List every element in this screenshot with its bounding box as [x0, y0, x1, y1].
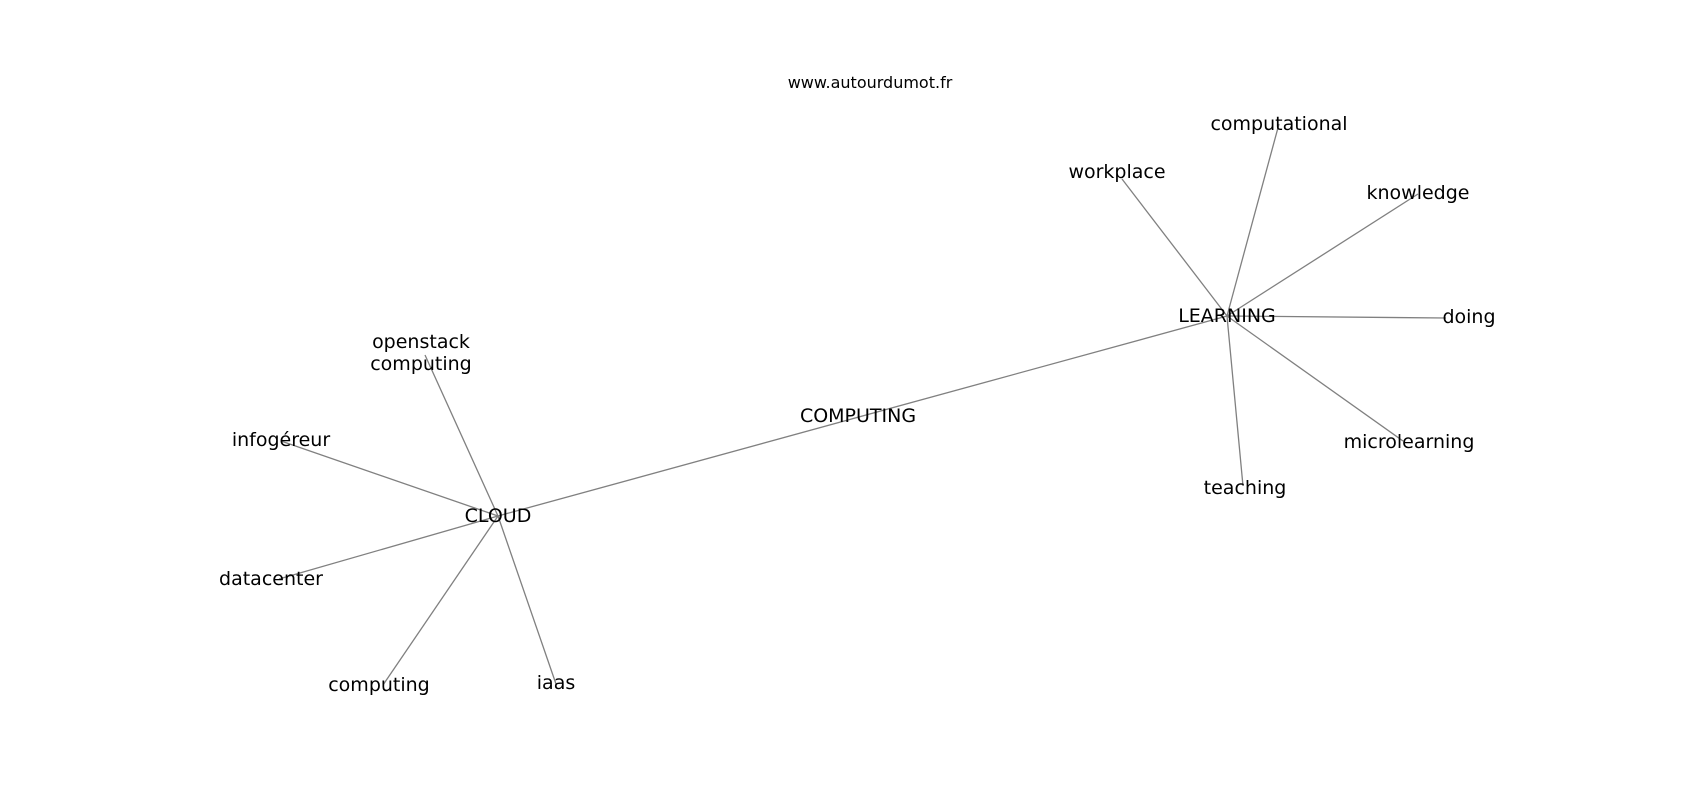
edge-cloud-iaas: [497, 515, 557, 685]
edge-cloud-computing: [382, 515, 499, 686]
node-iaas[interactable]: iaas: [537, 672, 575, 694]
graph-edges: [278, 123, 1447, 686]
node-doing[interactable]: doing: [1442, 306, 1495, 328]
edge-learning-doing: [1226, 315, 1447, 319]
node-computing-center[interactable]: COMPUTING: [800, 405, 916, 427]
node-microlearning[interactable]: microlearning: [1344, 431, 1475, 453]
node-datacenter[interactable]: datacenter: [219, 568, 323, 590]
graph-labels: www.autourdumot.fr COMPUTING CLOUD LEARN…: [219, 73, 1496, 696]
edge-cloud-learning: [497, 315, 1228, 517]
edge-learning-computational: [1226, 123, 1280, 317]
node-teaching[interactable]: teaching: [1204, 477, 1287, 499]
edge-learning-teaching: [1226, 315, 1244, 487]
node-knowledge[interactable]: knowledge: [1367, 182, 1470, 204]
node-infogereur[interactable]: infogéreur: [232, 429, 331, 451]
node-computing[interactable]: computing: [328, 674, 430, 696]
node-computational[interactable]: computational: [1210, 113, 1347, 135]
node-openstack-line1[interactable]: openstack: [372, 331, 470, 353]
watermark-text: www.autourdumot.fr: [788, 73, 953, 92]
node-workplace[interactable]: workplace: [1068, 161, 1165, 183]
edge-learning-knowledge: [1226, 193, 1419, 317]
edge-learning-workplace: [1121, 178, 1228, 317]
node-learning[interactable]: LEARNING: [1178, 305, 1276, 327]
edge-cloud-infogereur: [280, 440, 499, 517]
edge-cloud-datacenter: [278, 515, 499, 580]
node-cloud[interactable]: CLOUD: [465, 505, 532, 527]
edge-learning-microlearning: [1226, 315, 1404, 442]
node-openstack-line2[interactable]: computing: [370, 353, 472, 375]
edge-cloud-openstack: [424, 354, 499, 517]
